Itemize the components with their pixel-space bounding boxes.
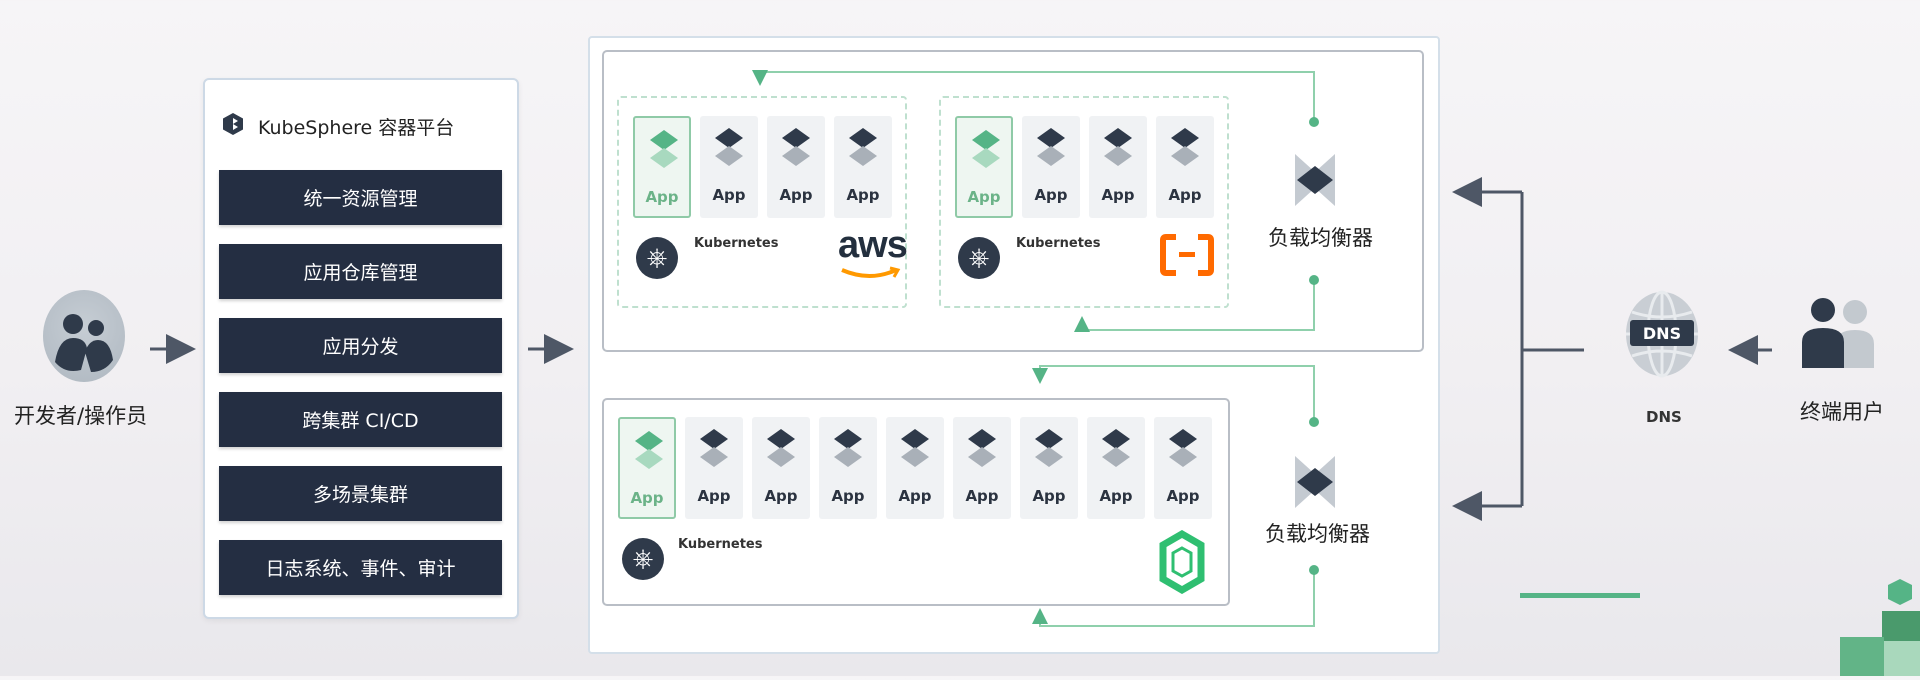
load-balancer-label: 负载均衡器 xyxy=(1265,522,1370,546)
feature-unified-resource-management[interactable]: 统一资源管理 xyxy=(219,170,502,225)
dns-icon-text: DNS xyxy=(1643,324,1681,343)
decorative-green-blocks-icon xyxy=(1840,575,1920,680)
aws-cluster xyxy=(617,96,907,308)
app-layers-icon xyxy=(767,429,795,467)
app-layers-icon xyxy=(1037,128,1065,166)
app-layers-icon xyxy=(1035,429,1063,467)
feature-logging-events-auditing[interactable]: 日志系统、事件、审计 xyxy=(219,540,502,595)
app-layers-icon xyxy=(1171,128,1199,166)
app-layers-icon xyxy=(849,128,877,166)
aliyun-logo-icon xyxy=(1160,234,1214,280)
decorative-green-line xyxy=(1520,593,1640,598)
app-card[interactable]: App xyxy=(618,417,676,519)
dns-label: DNS xyxy=(1646,408,1682,426)
aws-logo: aws xyxy=(838,224,908,266)
feature-multicluster-cicd[interactable]: 跨集群 CI/CD xyxy=(219,392,502,447)
app-card[interactable]: App xyxy=(1020,417,1078,519)
app-layers-icon xyxy=(901,429,929,467)
app-card[interactable]: App xyxy=(752,417,810,519)
app-layers-icon xyxy=(968,429,996,467)
load-balancer-icon xyxy=(1293,454,1337,514)
kubesphere-logo-icon xyxy=(221,112,245,140)
app-layers-icon xyxy=(1104,128,1132,166)
developer-label: 开发者/操作员 xyxy=(14,404,148,428)
app-card[interactable]: App xyxy=(1022,116,1080,218)
app-layers-icon xyxy=(972,130,1000,168)
app-layers-icon xyxy=(1169,429,1197,467)
app-layers-icon xyxy=(650,130,678,168)
app-card[interactable]: App xyxy=(886,417,944,519)
qingcloud-logo-icon xyxy=(1158,529,1206,598)
app-card[interactable]: App xyxy=(955,116,1013,218)
app-card[interactable]: App xyxy=(819,417,877,519)
kubernetes-logo-icon: ⎈ xyxy=(636,237,678,279)
aws-smile-icon xyxy=(840,266,902,286)
app-card[interactable]: App xyxy=(700,116,758,218)
app-layers-icon xyxy=(700,429,728,467)
app-card[interactable]: App xyxy=(953,417,1011,519)
app-card[interactable]: App xyxy=(834,116,892,218)
kubernetes-label: Kubernetes xyxy=(678,537,763,552)
app-layers-icon xyxy=(715,128,743,166)
kubernetes-label: Kubernetes xyxy=(694,236,779,251)
app-card[interactable]: App xyxy=(633,116,691,218)
feature-multi-scenario-clusters[interactable]: 多场景集群 xyxy=(219,466,502,521)
app-layers-icon xyxy=(635,431,663,469)
app-card[interactable]: App xyxy=(1089,116,1147,218)
load-balancer-label: 负载均衡器 xyxy=(1268,226,1373,250)
app-layers-icon xyxy=(1102,429,1130,467)
app-card[interactable]: App xyxy=(1156,116,1214,218)
load-balancer-icon xyxy=(1293,152,1337,212)
app-card[interactable]: App xyxy=(1087,417,1145,519)
kubernetes-label: Kubernetes xyxy=(1016,236,1101,251)
developer-avatar xyxy=(43,290,125,382)
dns-globe-icon: DNS xyxy=(1622,290,1702,382)
app-layers-icon xyxy=(782,128,810,166)
aliyun-cluster xyxy=(939,96,1229,308)
end-user-label: 终端用户 xyxy=(1800,400,1884,424)
app-card[interactable]: App xyxy=(685,417,743,519)
app-layers-icon xyxy=(834,429,862,467)
kubernetes-logo-icon: ⎈ xyxy=(958,237,1000,279)
app-card[interactable]: App xyxy=(767,116,825,218)
feature-app-distribution[interactable]: 应用分发 xyxy=(219,318,502,373)
end-users-icon xyxy=(1798,294,1880,374)
feature-app-repository-management[interactable]: 应用仓库管理 xyxy=(219,244,502,299)
app-card[interactable]: App xyxy=(1154,417,1212,519)
platform-title: KubeSphere 容器平台 xyxy=(258,117,455,139)
kubernetes-logo-icon: ⎈ xyxy=(622,538,664,580)
developers-icon xyxy=(55,314,113,372)
